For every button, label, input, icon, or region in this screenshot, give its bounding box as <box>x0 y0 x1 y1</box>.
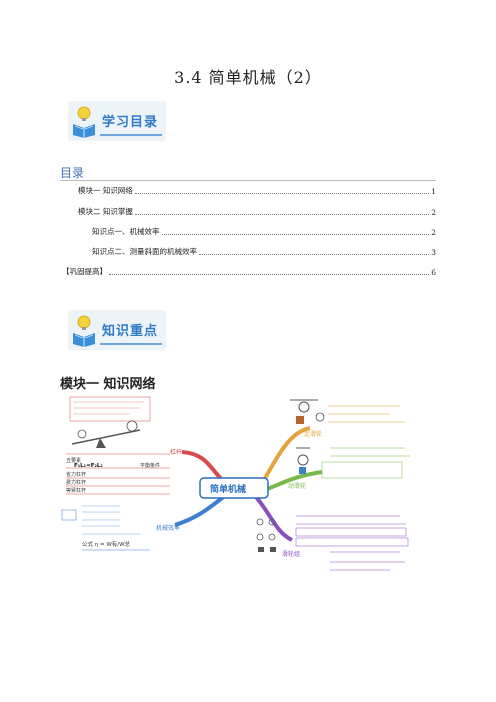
toc-item-review[interactable]: 【巩固提高】 6 <box>62 266 436 277</box>
pulley-group-notes <box>295 515 409 571</box>
efficiency-formula: 公式 η = W有/W总 <box>82 540 131 548</box>
branch-label-fixed-pulley: 定滑轮 <box>304 430 322 438</box>
lever-notes-group: 五要素 F₁L₁=F₂L₂ 平衡条件 省力杠杆 费力杠杆 等臂杠杆 <box>66 396 170 495</box>
banner-underline <box>100 134 162 136</box>
pulley-group-sketch <box>256 518 276 552</box>
lever-note-balance-formula: F₁L₁=F₂L₂ <box>74 463 103 469</box>
banner-label: 知识重点 <box>102 324 159 339</box>
toc-item-page: 3 <box>431 248 436 257</box>
book-lightbulb-icon <box>73 315 95 347</box>
section-heading: 模块一 知识网络 <box>60 377 156 392</box>
toc-leader-dots <box>161 234 430 235</box>
study-catalog-banner: 学习目录 <box>68 101 166 141</box>
banner-label: 学习目录 <box>102 115 159 130</box>
key-points-banner: 知识重点 <box>68 310 166 350</box>
lever-note-force-saving: 省力杠杆 <box>66 471 86 478</box>
page-title: 3.4 简单机械（2） <box>174 68 322 87</box>
toc-leader-dots <box>134 214 430 215</box>
movable-pulley-notes <box>321 447 410 479</box>
toc-item-label: 【巩固提高】 <box>62 267 107 276</box>
toc-item-label: 知识点一、机械效率 <box>92 227 160 236</box>
fulcrum-shape <box>96 438 106 448</box>
movable-pulley-sketch <box>296 447 310 474</box>
toc-item-point1[interactable]: 知识点一、机械效率 2 <box>92 226 436 237</box>
fixed-pulley-notes <box>328 405 405 423</box>
branch-label-movable-pulley: 动滑轮 <box>288 482 306 490</box>
branch-label-lever: 杠杆 <box>170 448 182 456</box>
toc-leader-dots <box>199 254 430 255</box>
branch-line-movable-pulley <box>264 470 323 492</box>
knowledge-mindmap: 简单机械 五要素 F₁L₁=F₂L₂ 平衡条件 省力杠杆 费力杠杆 等臂杠杆 杠… <box>61 396 410 571</box>
branch-label-efficiency: 机械效率 <box>156 524 180 532</box>
toc-item-page: 2 <box>431 228 436 237</box>
toc-item-page: 6 <box>431 268 436 277</box>
toc-leader-dots <box>109 274 430 275</box>
banner-underline <box>100 343 162 345</box>
toc-item-module1[interactable]: 模块一 知识网络 1 <box>78 185 436 196</box>
lever-note-five-elements: 五要素 <box>66 457 81 464</box>
fixed-pulley-sketch <box>290 399 325 424</box>
lever-note-force-costing: 费力杠杆 <box>66 479 86 486</box>
lever-note-equal-arm: 等臂杠杆 <box>66 487 86 494</box>
toc-item-page: 2 <box>431 208 436 217</box>
toc-item-page: 1 <box>431 187 436 196</box>
toc-item-label: 知识点二、测量斜面的机械效率 <box>92 247 197 256</box>
efficiency-notes-group: 公式 η = W有/W总 <box>61 505 150 551</box>
branch-label-pulley-group: 滑轮组 <box>282 550 300 558</box>
lever-sketch <box>71 429 141 445</box>
toc-leader-dots <box>134 193 430 194</box>
toc-item-module2[interactable]: 模块二 知识掌握 2 <box>78 206 436 217</box>
mindmap-center-label: 简单机械 <box>210 483 246 495</box>
toc-divider <box>60 180 436 181</box>
toc-item-point2[interactable]: 知识点二、测量斜面的机械效率 3 <box>92 246 436 257</box>
book-lightbulb-icon <box>73 106 95 138</box>
toc-item-label: 模块二 知识掌握 <box>78 207 133 216</box>
lever-note-balance-condition: 平衡条件 <box>140 462 160 469</box>
branch-line-pulley-group <box>253 494 293 542</box>
mindmap-center-node <box>199 477 269 499</box>
branch-line-fixed-pulley <box>258 426 311 488</box>
toc-heading: 目录 <box>60 166 85 180</box>
toc-item-label: 模块一 知识网络 <box>78 186 133 195</box>
